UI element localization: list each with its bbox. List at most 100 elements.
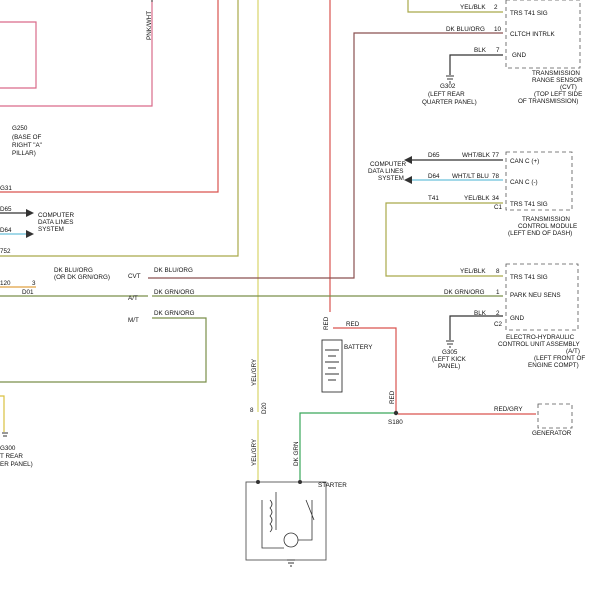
cdl-left-3: SYSTEM (38, 226, 64, 233)
lbl-c2: C2 (494, 321, 503, 328)
dk-grn-org-wire-mt (0, 317, 207, 383)
lbl-yel-blk: YEL/BLK (460, 4, 486, 11)
ehcu-title-3: (A/T) (566, 348, 580, 355)
dk-grn-wire (299, 412, 396, 480)
trs-sensor-box (505, 0, 581, 69)
red-wire-g31 (0, 0, 219, 193)
lbl-dk-grn: DK GRN (293, 441, 300, 466)
tcm-title-1: TRANSMISSION (522, 216, 570, 223)
lbl-752: 752 (0, 248, 11, 255)
lbl-g300: G300 (0, 445, 16, 452)
lbl-g31: G31 (0, 185, 12, 192)
lbl-starter: STARTER (318, 482, 347, 489)
trs-title-2: RANGE SENSOR (532, 77, 583, 84)
pin-8b: 8 (250, 407, 254, 414)
lbl-d64: D64 (428, 173, 440, 180)
lbl-at: A/T (128, 295, 138, 302)
trs-title-4: (TOP LEFT SIDE (534, 91, 582, 98)
pin-1: 1 (496, 289, 500, 296)
olive-wire-top (0, 0, 239, 257)
g302-loc-2: QUARTER PANEL) (422, 99, 477, 106)
pink-wire-outer (0, 0, 153, 107)
yel-blk-wire-tcm (385, 202, 503, 277)
red-wire-battery (333, 327, 397, 413)
lbl-yel-blk-3: YEL/BLK (460, 268, 486, 275)
trs-t41-sig-1: TRS T41 SIG (510, 10, 548, 17)
lbl-yel-blk-2: YEL/BLK (464, 195, 490, 202)
connector-markers (26, 156, 412, 484)
tcm-box (505, 151, 573, 211)
yel-wire-left (0, 395, 5, 432)
lbl-wht-lt-blu: WHT/LT BLU (452, 173, 489, 180)
trs-title-5: OF TRANSMISSION) (518, 98, 578, 105)
gnd-1: GND (512, 52, 526, 59)
lbl-d65: D65 (428, 152, 440, 159)
pin-2: 2 (494, 4, 498, 11)
lbl-cvt: CVT (128, 273, 141, 280)
trs-t41-sig-2: TRS T41 SIG (510, 201, 548, 208)
pin-78: 78 (492, 173, 500, 180)
clutch-interlock: CLTCH INTRLK (510, 31, 555, 38)
starter-box (245, 481, 327, 561)
ground-symbols (2, 0, 454, 567)
starter-internals (261, 492, 315, 549)
lbl-t41: T41 (428, 195, 439, 202)
lbl-g300-loc-1: T REAR (0, 453, 23, 460)
can-c-plus: CAN C (+) (510, 158, 539, 165)
trs-title-1: TRANSMISSION (532, 70, 580, 77)
lbl-yel-gry-2: YEL/GRY (251, 438, 258, 466)
cdl-right-2: DATA LINES (368, 168, 403, 175)
cdl-left-2: DATA LINES (38, 219, 73, 226)
blk-wire-g305 (449, 315, 503, 340)
ehcu-box (505, 263, 579, 331)
cdl-right-1: COMPUTER (370, 161, 406, 168)
ehcu-title-5: ENGINE COMPT) (528, 362, 579, 369)
g250: G250 (12, 125, 28, 132)
lbl-blk-2: BLK (474, 310, 487, 317)
lbl-dk-grn-org-mt: DK GRN/ORG (154, 310, 195, 317)
trs-t41-sig-3: TRS T41 SIG (510, 274, 548, 281)
lbl-dk-grn-org-right: DK GRN/ORG (444, 289, 485, 296)
lbl-dk-blu-org-left: DK BLU/ORG (54, 267, 93, 274)
can-c-minus: CAN C (-) (510, 179, 538, 186)
g302: G302 (440, 83, 456, 90)
lbl-red-s180: RED (389, 390, 396, 404)
lbl-wht-blk: WHT/BLK (462, 152, 491, 159)
pin-10: 10 (494, 26, 502, 33)
lbl-dk-grn-org-at: DK GRN/ORG (154, 289, 195, 296)
g305-loc-2: PANEL) (438, 363, 460, 370)
lbl-generator: GENERATOR (532, 430, 572, 437)
lbl-dk-blu-org: DK BLU/ORG (446, 26, 485, 33)
lbl-d64-left: D64 (0, 227, 12, 234)
lbl-c1: C1 (494, 204, 503, 211)
ehcu-title-1: ELECTRO-HYDRAULIC (506, 334, 575, 341)
battery-symbol (321, 339, 343, 393)
cdl-right-3: SYSTEM (378, 175, 404, 182)
pin-3: 3 (32, 280, 36, 287)
g250-loc-1: (BASE OF (12, 134, 42, 141)
g305: G305 (442, 349, 458, 356)
lbl-120: 120 (0, 280, 11, 287)
lbl-blk-1: BLK (474, 47, 487, 54)
ehcu-title-2: CONTROL UNIT ASSEMBLY (498, 341, 581, 348)
pin-77: 77 (492, 152, 500, 159)
pin-2b: 2 (496, 310, 500, 317)
g250-loc-3: PILLAR) (12, 150, 36, 157)
gnd-2: GND (510, 315, 524, 322)
blk-wire-g302 (449, 54, 503, 75)
lbl-or-dk-grn: (OR DK GRN/ORG) (54, 274, 110, 281)
pin-7: 7 (496, 47, 500, 54)
lbl-dk-blu-org-cvt: DK BLU/ORG (154, 267, 193, 274)
lbl-d01: D01 (22, 289, 34, 296)
g250-loc-2: RIGHT "A" (12, 142, 42, 149)
lbl-d20: D20 (261, 402, 268, 414)
lbl-g300-loc-2: ER PANEL) (0, 461, 33, 468)
lbl-red-gry: RED/GRY (494, 406, 523, 413)
tcm-title-2: CONTROL MODULE (518, 223, 577, 230)
lbl-pnk-wht: PNK/WHT (146, 11, 153, 40)
ehcu-title-4: (LEFT FRONT OF (534, 355, 585, 362)
lbl-yel-gry: YEL/GRY (251, 358, 258, 386)
pin-8: 8 (496, 268, 500, 275)
